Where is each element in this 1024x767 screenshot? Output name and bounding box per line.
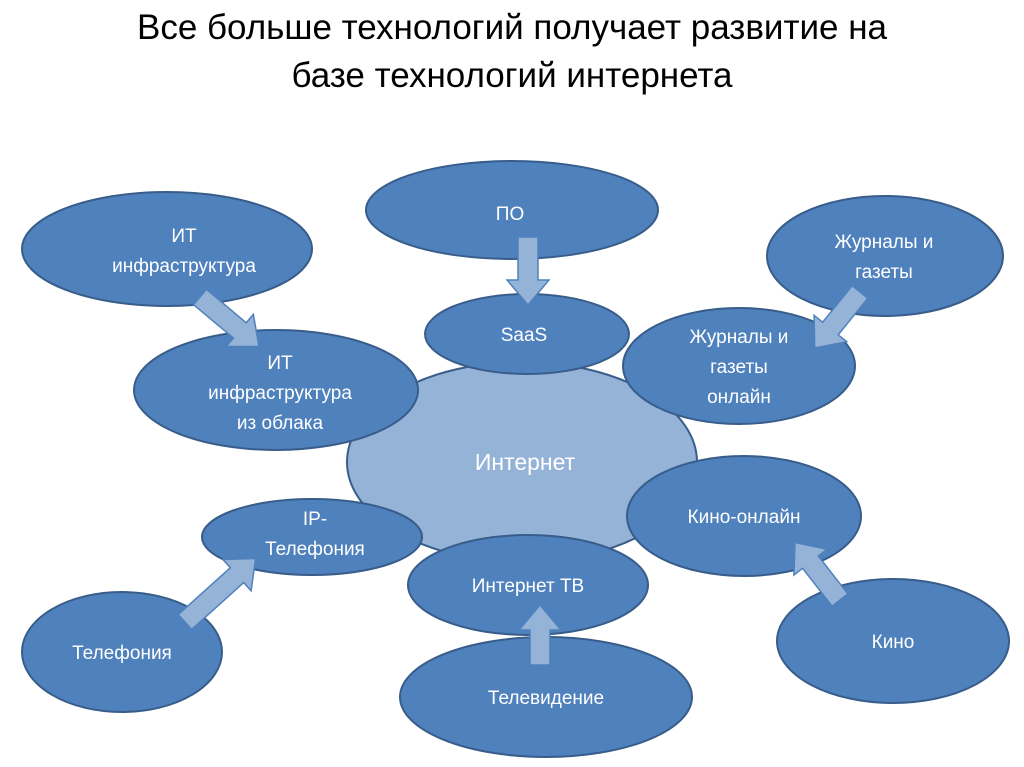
svg-text:Кино-онлайн: Кино-онлайн xyxy=(688,507,801,528)
svg-text:Интернет ТВ: Интернет ТВ xyxy=(472,576,584,597)
svg-text:Интернет: Интернет xyxy=(475,449,576,475)
arrow-po-to-saas-icon xyxy=(505,236,551,307)
svg-text:Кино: Кино xyxy=(872,632,915,653)
node-kino-online: Кино-онлайн xyxy=(626,455,862,577)
svg-text:Журналы и: Журналы и xyxy=(690,327,789,348)
node-po: ПО xyxy=(365,160,659,260)
node-telephony: Телефония xyxy=(21,591,223,713)
svg-text:онлайн: онлайн xyxy=(707,387,771,408)
arrow-tv-to-internet-tv-icon xyxy=(517,603,563,666)
node-kino: Кино xyxy=(776,578,1010,704)
svg-text:инфраструктура: инфраструктура xyxy=(112,256,256,277)
svg-text:ПО: ПО xyxy=(496,204,524,225)
svg-text:IP-: IP- xyxy=(303,509,327,530)
svg-text:Телефония: Телефония xyxy=(265,539,365,560)
svg-text:Телевидение: Телевидение xyxy=(488,688,604,709)
node-internet-tv: Интернет ТВ xyxy=(407,534,649,636)
arrow-kino-to-online-icon xyxy=(793,541,849,608)
svg-text:газеты: газеты xyxy=(710,357,768,378)
arrow-telephony-to-ip-icon xyxy=(177,557,257,631)
node-it-infrastructure: ИТ инфраструктура xyxy=(21,191,313,307)
svg-text:Телефония: Телефония xyxy=(72,643,172,664)
svg-text:ИТ: ИТ xyxy=(171,226,197,247)
svg-text:SaaS: SaaS xyxy=(501,325,547,346)
svg-text:Журналы и: Журналы и xyxy=(835,232,934,253)
node-television: Телевидение xyxy=(399,636,693,758)
svg-text:ИТ: ИТ xyxy=(267,353,293,374)
node-journals-online: Журналы и газеты онлайн xyxy=(622,307,856,425)
node-journals: Журналы и газеты xyxy=(766,195,1004,317)
slide-title: Все больше технологий получает развитие … xyxy=(136,8,888,95)
node-saas: SaaS xyxy=(424,293,630,375)
node-it-cloud: ИТ инфраструктура из облака xyxy=(133,329,419,451)
node-ip-telephony: IP- Телефония xyxy=(201,498,423,576)
svg-text:инфраструктура: инфраструктура xyxy=(208,383,352,404)
svg-text:из облака: из облака xyxy=(237,413,324,434)
arrow-journals-to-online-icon xyxy=(813,284,869,349)
svg-text:газеты: газеты xyxy=(855,262,913,283)
arrow-it-to-cloud-icon xyxy=(192,288,260,348)
